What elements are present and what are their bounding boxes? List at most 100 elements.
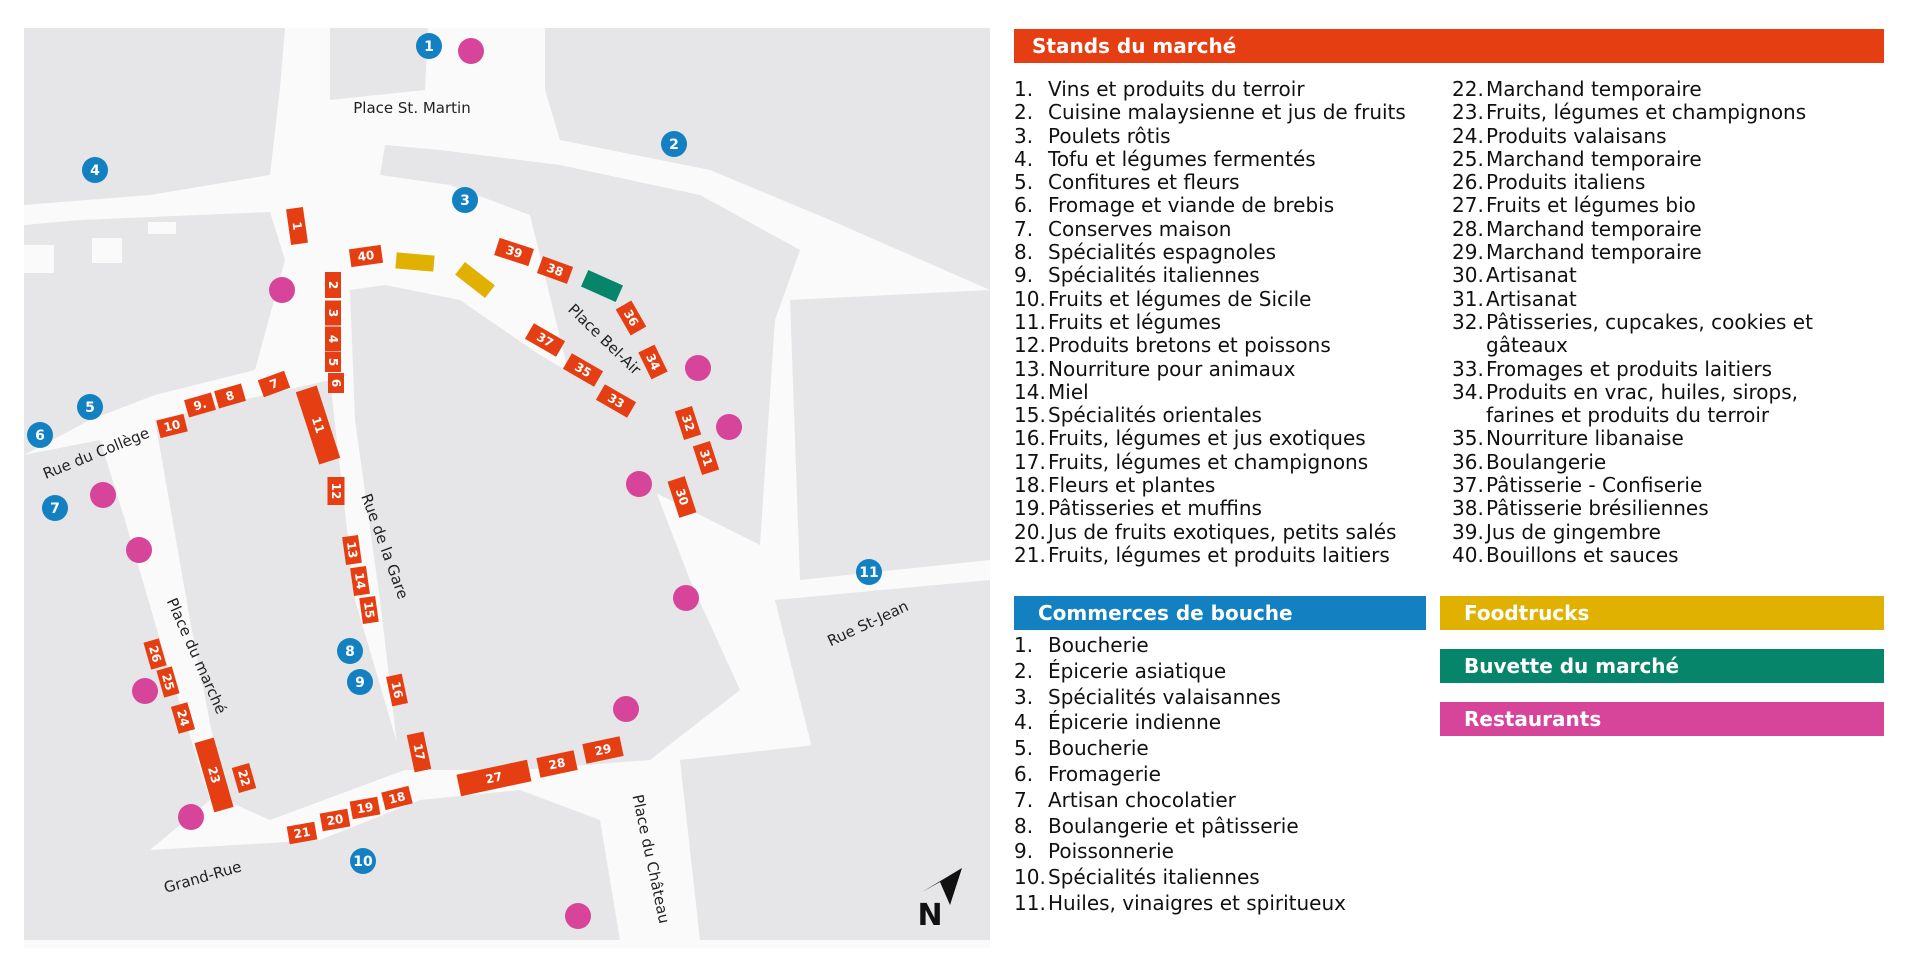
commerce-number: 5 <box>85 400 95 416</box>
legend-item-number: 5. <box>1014 736 1034 761</box>
legend-item-label: Fruits et légumes bio <box>1486 193 1696 218</box>
building-block <box>775 580 990 940</box>
stand-box <box>667 476 697 518</box>
stand-box <box>214 383 246 409</box>
stand-box <box>286 821 318 845</box>
legend-item-number: 8. <box>1014 240 1034 265</box>
legend-item: 9.Poissonnerie <box>1014 839 1434 865</box>
stand-box <box>342 535 362 565</box>
legend-item: 29.Marchand temporaire <box>1452 240 1892 265</box>
stand-number: 25 <box>159 672 177 692</box>
stand-number: 17 <box>410 742 427 761</box>
legend-item: 35.Nourriture libanaise <box>1452 426 1892 451</box>
legend-item: 27.Fruits et légumes bio <box>1452 193 1892 218</box>
building-block <box>330 28 428 100</box>
legend-item-label: Fromagerie <box>1048 761 1161 786</box>
legend-item-label: Marchand temporaire <box>1486 240 1702 265</box>
stand-marker: 15 <box>359 596 379 624</box>
legend-item-label: Poissonnerie <box>1048 839 1174 864</box>
stand-marker: 9. <box>184 392 216 418</box>
restaurant-marker <box>626 471 652 497</box>
legend-item: 21.Fruits, légumes et produits laitiers <box>1014 543 1444 567</box>
legend-item-number: 8. <box>1014 813 1034 838</box>
stand-box <box>295 385 341 465</box>
legend-item: 6.Fromagerie <box>1014 762 1434 788</box>
stand-box <box>327 477 345 505</box>
stand-box <box>328 373 344 393</box>
stand-marker: 16 <box>386 673 408 707</box>
stand-box <box>325 272 341 298</box>
legend-item-number: 24. <box>1452 123 1484 148</box>
restaurants-legend-header: Restaurants <box>1440 702 1884 736</box>
legend-item-number: 20. <box>1014 519 1046 544</box>
legend-item-label: Pâtisserie brésiliennes <box>1486 496 1709 521</box>
legend-item-number: 2. <box>1014 658 1034 683</box>
stand-number: 30 <box>673 487 691 507</box>
legend-item: 12.Produits bretons et poissons <box>1014 333 1444 357</box>
legend-item: 3.Poulets rôtis <box>1014 123 1444 148</box>
legend-item-label: Artisan chocolatier <box>1048 787 1236 812</box>
legend-item-label: Nourriture libanaise <box>1486 426 1684 451</box>
stand-box <box>184 392 216 418</box>
legend-item-label: Marchand temporaire <box>1486 77 1702 101</box>
legend-item: 18.Fleurs et plantes <box>1014 473 1444 497</box>
legend-item-label: Boucherie <box>1048 736 1149 761</box>
legend-item: 25.Marchand temporaire <box>1452 147 1892 171</box>
stand-marker: 17 <box>406 731 432 773</box>
commerce-marker <box>452 187 478 213</box>
restaurant-marker <box>716 414 742 440</box>
stand-box <box>406 731 432 773</box>
stand-marker: 22 <box>231 763 257 793</box>
legend-item-number: 1. <box>1014 633 1034 657</box>
stand-number: 3 <box>326 309 340 317</box>
legend-item-number: 26. <box>1452 170 1484 195</box>
legend-item: 26.Produits italiens <box>1452 170 1892 195</box>
stand-number: 14 <box>352 572 368 590</box>
stand-number: 22 <box>235 768 253 788</box>
legend-item: 14.Miel <box>1014 380 1444 404</box>
stand-number: 11 <box>309 415 327 435</box>
legend-item: 3.Spécialités valaisannes <box>1014 685 1434 711</box>
stand-marker: 25 <box>156 666 180 698</box>
stand-number: 16 <box>388 680 405 699</box>
stand-number: 39 <box>504 243 524 261</box>
stand-number: 4 <box>326 335 340 343</box>
legend-item-label: Spécialités orientales <box>1048 403 1262 428</box>
legend-item: 5.Confitures et fleurs <box>1014 170 1444 194</box>
stand-marker: 5 <box>325 352 341 372</box>
stand-marker: 4 <box>325 326 341 352</box>
restaurant-marker <box>685 355 711 381</box>
legend-item-number: 40. <box>1452 542 1484 567</box>
buvette-marker <box>580 270 624 302</box>
legend-item-label: Poulets rôtis <box>1048 123 1171 148</box>
stand-box <box>156 666 180 698</box>
stand-marker: 14 <box>350 566 370 596</box>
legend-item: 13.Nourriture pour animaux <box>1014 357 1444 381</box>
stand-marker: 32 <box>674 405 702 441</box>
legend-item-number: 11. <box>1014 309 1046 334</box>
legend-item-number: 10. <box>1014 286 1046 311</box>
legend-item: 30.Artisanat <box>1452 264 1892 288</box>
legend-item: 36.Boulangerie <box>1452 450 1892 474</box>
stand-box <box>692 440 720 476</box>
commerce-number: 3 <box>460 193 470 209</box>
commerce-number: 1 <box>424 39 434 55</box>
stand-box <box>349 796 381 820</box>
stand-marker: 30 <box>667 476 697 518</box>
legend-item-number: 22. <box>1452 77 1484 101</box>
legend-item-label: Jus de gingembre <box>1486 519 1661 544</box>
stand-marker: 23 <box>194 737 234 813</box>
legend-item: 11.Huiles, vinaigres et spiritueux <box>1014 891 1434 917</box>
commerce-number: 11 <box>859 565 878 581</box>
restaurant-marker <box>126 537 152 563</box>
legend-item-label: Spécialités espagnoles <box>1048 240 1277 265</box>
legend-item-number: 2. <box>1014 100 1034 125</box>
legend-item-number: 4. <box>1014 710 1034 735</box>
stand-number: 31 <box>697 448 715 468</box>
stand-marker: 7 <box>257 370 291 398</box>
legend-item: 5. Boucherie <box>1014 736 1434 762</box>
legend-item-number: 10. <box>1014 865 1046 890</box>
stand-marker: 34 <box>638 344 668 380</box>
street-patch <box>92 238 122 263</box>
